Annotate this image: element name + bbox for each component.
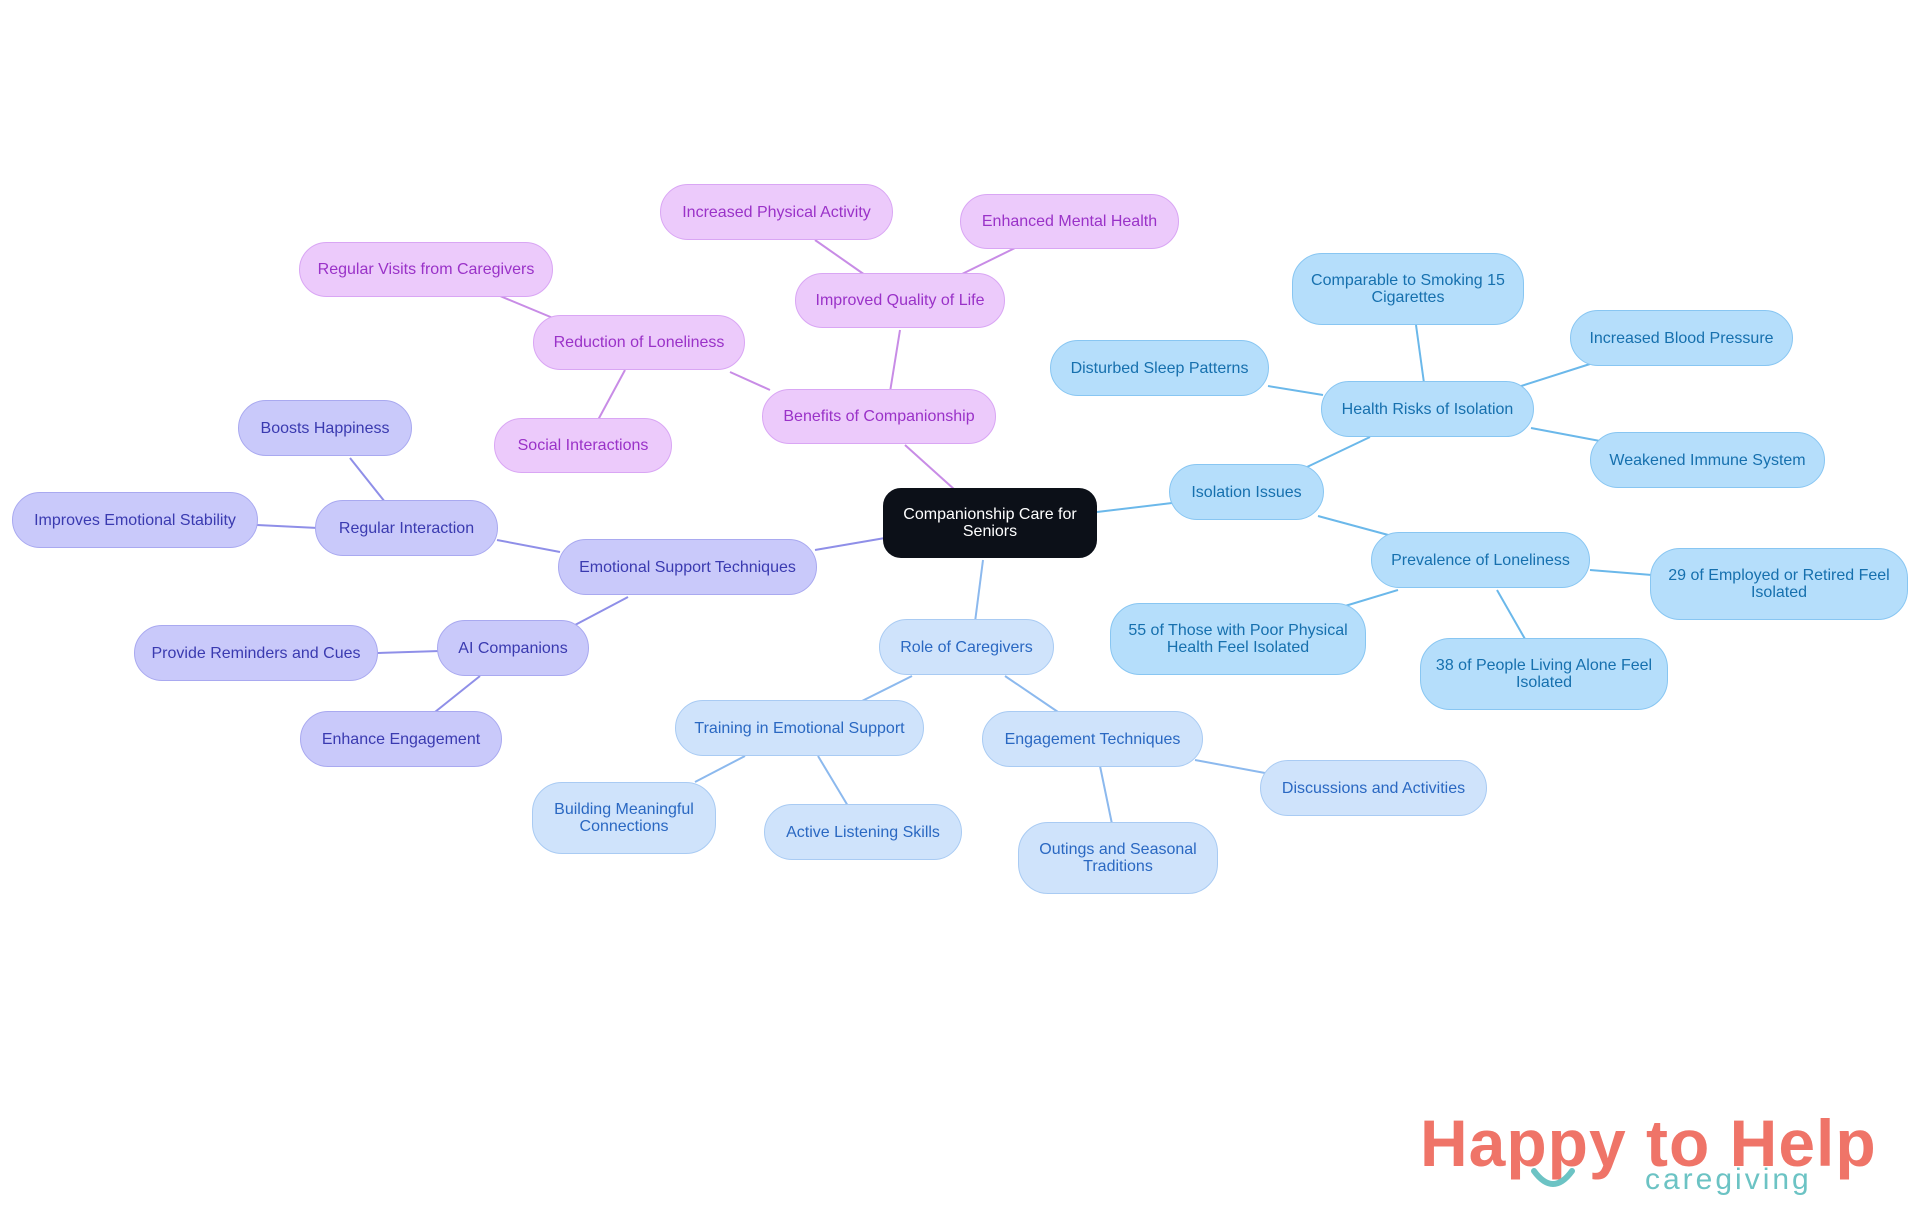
link-benefits-reduction <box>729 371 771 391</box>
node-active-listening-skills[interactable]: Active Listening Skills <box>764 804 962 860</box>
link-caregivers-techniques <box>1004 675 1059 713</box>
node-employed-or-retired-isolated[interactable]: 29 of Employed or Retired Feel Isolated <box>1650 548 1908 620</box>
link-prevalence-employed <box>1589 569 1653 576</box>
node-weakened-immune-system[interactable]: Weakened Immune System <box>1590 432 1825 488</box>
node-engagement-techniques[interactable]: Engagement Techniques <box>982 711 1203 767</box>
link-caregivers-training <box>859 675 913 703</box>
link-health-smoking <box>1415 324 1425 384</box>
node-increased-physical-activity[interactable]: Increased Physical Activity <box>660 184 893 240</box>
node-social-interactions[interactable]: Social Interactions <box>494 418 672 473</box>
node-disturbed-sleep-patterns[interactable]: Disturbed Sleep Patterns <box>1050 340 1269 396</box>
node-enhanced-mental-health[interactable]: Enhanced Mental Health <box>960 194 1179 249</box>
link-benefits-quality <box>889 329 901 393</box>
node-benefits-of-companionship[interactable]: Benefits of Companionship <box>762 389 996 444</box>
link-training-meaningful <box>694 755 746 783</box>
link-regular-stability <box>256 524 319 529</box>
node-improved-quality-of-life[interactable]: Improved Quality of Life <box>795 273 1005 328</box>
logo-sub-text: caregiving <box>1645 1163 1812 1196</box>
link-emotional-ai <box>574 596 629 626</box>
node-emotional-support-techniques[interactable]: Emotional Support Techniques <box>558 539 817 595</box>
link-techniques-discussions <box>1194 759 1266 774</box>
link-isolation-health <box>1306 436 1371 468</box>
node-living-alone-isolated[interactable]: 38 of People Living Alone Feel Isolated <box>1420 638 1668 710</box>
root-node[interactable]: Companionship Care for Seniors <box>883 488 1097 558</box>
link-quality-mental <box>959 247 1016 276</box>
node-role-of-caregivers[interactable]: Role of Caregivers <box>879 619 1054 675</box>
node-discussions-and-activities[interactable]: Discussions and Activities <box>1260 760 1487 816</box>
node-isolation-issues[interactable]: Isolation Issues <box>1169 464 1324 520</box>
link-health-immune <box>1530 427 1601 442</box>
node-health-risks-of-isolation[interactable]: Health Risks of Isolation <box>1321 381 1534 437</box>
node-comparable-to-smoking[interactable]: Comparable to Smoking 15 Cigarettes <box>1292 253 1524 325</box>
node-improves-emotional-stability[interactable]: Improves Emotional Stability <box>12 492 258 548</box>
link-training-listening <box>817 755 849 807</box>
node-outings-and-seasonal-traditions[interactable]: Outings and Seasonal Traditions <box>1018 822 1218 894</box>
link-root-benefits <box>904 444 956 491</box>
node-training-in-emotional-support[interactable]: Training in Emotional Support <box>675 700 924 756</box>
link-prevalence-poor <box>1344 589 1399 607</box>
node-building-meaningful-connections[interactable]: Building Meaningful Connections <box>532 782 716 854</box>
node-enhance-engagement[interactable]: Enhance Engagement <box>300 711 502 767</box>
smile-icon <box>1531 1168 1575 1187</box>
company-logo: Happy to Help caregiving <box>1420 1105 1880 1196</box>
link-health-sleep <box>1267 385 1324 396</box>
link-root-emotional <box>814 537 886 551</box>
node-boosts-happiness[interactable]: Boosts Happiness <box>238 400 412 456</box>
link-root-isolation <box>1096 502 1173 513</box>
link-prevalence-alone <box>1496 589 1526 640</box>
node-prevalence-of-loneliness[interactable]: Prevalence of Loneliness <box>1371 532 1590 588</box>
link-ai-reminders <box>377 650 441 654</box>
node-regular-visits-from-caregivers[interactable]: Regular Visits from Caregivers <box>299 242 553 297</box>
logo-main-text: Happy to Help <box>1420 1106 1877 1180</box>
link-root-caregivers <box>974 559 984 623</box>
node-regular-interaction[interactable]: Regular Interaction <box>315 500 498 556</box>
link-quality-physical <box>814 239 866 276</box>
node-poor-physical-health-isolated[interactable]: 55 of Those with Poor Physical Health Fe… <box>1110 603 1366 675</box>
link-ai-enhance <box>434 675 481 713</box>
node-provide-reminders-and-cues[interactable]: Provide Reminders and Cues <box>134 625 378 681</box>
link-health-blood <box>1517 363 1591 388</box>
node-reduction-of-loneliness[interactable]: Reduction of Loneliness <box>533 315 745 370</box>
link-reduction-social <box>597 369 626 421</box>
link-isolation-prevalence <box>1317 515 1393 537</box>
link-regular-boosts <box>349 457 386 503</box>
node-ai-companions[interactable]: AI Companions <box>437 620 589 676</box>
link-techniques-outings <box>1099 765 1113 825</box>
node-increased-blood-pressure[interactable]: Increased Blood Pressure <box>1570 310 1793 366</box>
link-emotional-regular <box>496 539 561 553</box>
